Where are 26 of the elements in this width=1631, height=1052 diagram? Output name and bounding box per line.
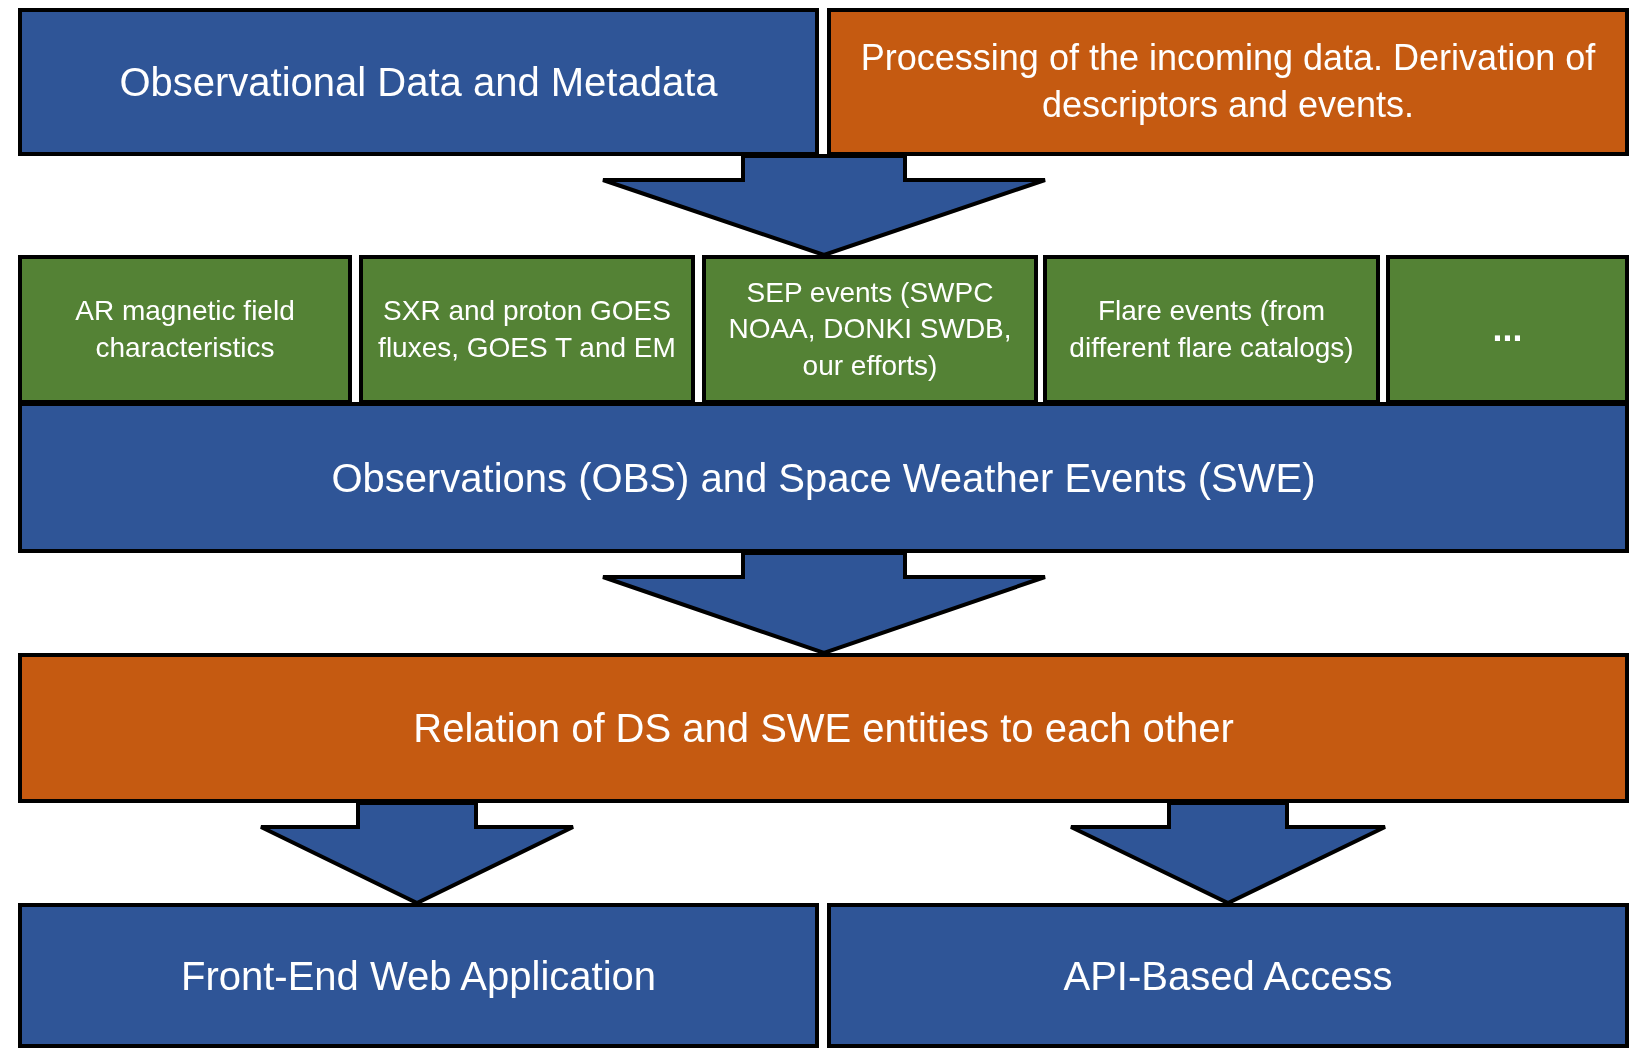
data-box bbox=[18, 8, 819, 156]
box-label: Flare events (from different flare catalogs) bbox=[1068, 294, 1355, 365]
box-label: AR magnetic field characteristics bbox=[74, 294, 296, 365]
relation-box bbox=[18, 653, 1629, 803]
box-label: Observations (OBS) and Space Weather Events (SWE) bbox=[331, 454, 1316, 502]
block-arrow bbox=[259, 801, 575, 906]
box-label: SXR and proton GOES fluxes, GOES T and EM bbox=[377, 294, 677, 365]
box-label: Front-End Web Application bbox=[180, 952, 657, 1000]
processing-box bbox=[827, 8, 1629, 156]
box-label: Relation of DS and SWE entities to each other bbox=[413, 705, 1234, 752]
box-label: API-Based Access bbox=[1063, 952, 1393, 1000]
category-box bbox=[1043, 255, 1380, 404]
access-box bbox=[827, 903, 1629, 1048]
box-label: ... bbox=[1492, 307, 1523, 352]
block-arrow bbox=[601, 154, 1047, 258]
block-arrow bbox=[601, 551, 1047, 656]
block-arrow bbox=[1069, 801, 1387, 906]
box-label: Observational Data and Metadata bbox=[119, 59, 718, 106]
box-label: Processing of the incoming data. Derivation of descriptors and events. bbox=[859, 36, 1597, 127]
category-box bbox=[1386, 255, 1629, 404]
access-box bbox=[18, 903, 819, 1048]
category-box bbox=[18, 255, 352, 404]
category-box bbox=[702, 255, 1038, 404]
box-label: SEP events (SWPC NOAA, DONKI SWDB, our efforts) bbox=[727, 275, 1013, 383]
category-box bbox=[359, 255, 695, 404]
observations-box bbox=[18, 402, 1629, 553]
